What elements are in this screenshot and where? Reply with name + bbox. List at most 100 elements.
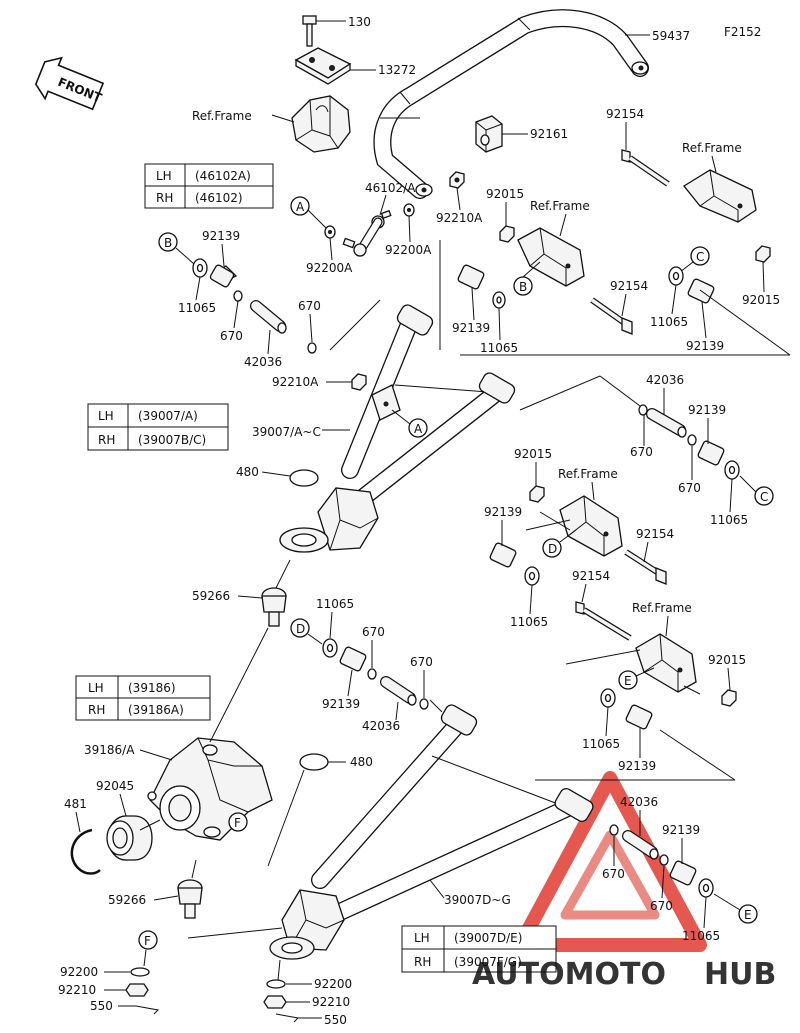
table-39007dg-lh-side: LH [414,931,430,945]
table-39007ac [87,403,229,451]
watermark-logo [513,771,707,952]
table-39186 [75,675,211,721]
cotter-pin-550-left [135,1005,160,1015]
callout-f-bottom [138,930,158,950]
label-670-ul2: 670 [298,299,321,313]
watermark-part1: AUTOMOTO [472,957,666,992]
label-ref-frame-2: Ref.Frame [682,141,742,155]
label-46102a: 46102/A [365,181,416,195]
table-39007dg-rh-part: (39007F/G) [454,955,522,969]
label-11065-mr: 11065 [710,513,748,527]
label-92015-lower: 92015 [708,653,746,667]
label-42036-ll: 42036 [362,719,400,733]
callout-c-upper [690,246,710,266]
label-92200a-1: 92200A [385,243,432,257]
label-92139-ll: 92139 [322,697,360,711]
label-92154-ur: 92154 [606,107,644,121]
label-11065-ul: 11065 [178,301,216,315]
bushing-92139-ul [209,264,238,288]
table-39186-lh-side: LH [88,681,104,695]
link-46102 [342,209,392,257]
label-92200-center: 92200 [314,977,352,991]
label-92015-ur: 92015 [742,293,780,307]
label-670-ul: 670 [220,329,243,343]
nut-92210-center [263,995,287,1009]
label-670-lr: 670 [602,867,625,881]
ring-670-ll2 [419,698,429,710]
label-59266-upper: 59266 [192,589,230,603]
label-92139-ul: 92139 [202,229,240,243]
label-42036-ul: 42036 [244,355,282,369]
callout-d-lower [290,618,310,638]
table-39007dg-rh-side: RH [414,955,431,969]
label-92154-mid: 92154 [636,527,674,541]
bolt-92154-mid [624,549,667,585]
sleeve-42036-mr [646,408,687,438]
callout-d-mid-letter: D [548,542,557,556]
label-11065-mid: 11065 [510,615,548,629]
label-130: 130 [348,15,371,29]
label-92210a-1: 92210A [436,211,483,225]
callout-f-bottom-letter: F [144,934,151,948]
label-92161: 92161 [530,127,568,141]
callout-b-left-letter: B [164,236,172,250]
snap-ring-481 [70,828,101,875]
ball-joint-59266-upper [261,587,287,627]
clamp-13272 [294,47,352,85]
label-550-left: 550 [90,999,113,1013]
label-11065-ll: 11065 [316,597,354,611]
circlip-480-lower [299,753,329,771]
frame-bracket-um [517,227,585,287]
frame-bracket-lower [635,633,701,695]
label-92139-um: 92139 [452,321,490,335]
label-11065-um: 11065 [480,341,518,355]
washer-92200-left [130,967,150,977]
nut-92015-ur [755,245,771,263]
label-11065-lr: 11065 [682,929,720,943]
callout-b-right-letter: B [519,280,527,294]
label-13272: 13272 [378,63,416,77]
washer-92200-center [266,979,286,989]
label-92139-mid: 92139 [484,505,522,519]
callout-b-left [158,232,178,252]
label-670-mr2: 670 [678,481,701,495]
callout-a-arm-letter: A [414,422,423,436]
table-46102-rh-part: (46102) [195,191,243,205]
wheel-bearing-92045 [106,815,153,861]
label-92139-lr: 92139 [662,823,700,837]
stabilizer-bar [373,9,649,199]
label-92139-lower: 92139 [618,759,656,773]
ball-joint-59266-lower [177,879,203,919]
callout-a-top [290,196,310,216]
bushing-92139-ll [339,646,367,672]
sleeve-42036-ul [250,300,287,334]
callout-f-knuckle [228,812,248,832]
bushing-92139-um [457,264,485,290]
label-670-ll2: 670 [410,655,433,669]
ring-670-mr2 [687,434,697,446]
callout-e-lower [618,670,638,690]
figure-code: F2152 [724,25,761,39]
table-39007ac-lh-side: LH [98,409,114,423]
label-39007ac: 39007/A~C [252,425,321,439]
table-46102-lh-part: (46102A) [195,169,251,183]
callout-e-lower-letter: E [624,674,632,688]
label-92210-center: 92210 [312,995,350,1009]
bushing-92139-lr [669,860,697,886]
bolt-92154-ur [621,149,670,187]
bushing-92139-mr [697,440,725,466]
label-92210a-2: 92210A [272,375,319,389]
watermark-part2: HUB [704,957,776,992]
callout-d-lower-letter: D [296,622,305,636]
table-39186-rh-part: (39186A) [128,703,184,717]
nut-92015-lower [721,689,737,707]
label-92045: 92045 [96,779,134,793]
callout-a-arm [408,418,428,438]
sleeve-42036-ll [380,676,417,706]
label-ref-frame-5: Ref.Frame [632,601,692,615]
ring-670-ll [367,668,377,680]
callout-c-mid-letter: C [760,490,768,504]
frame-bracket-top [291,95,351,153]
frame-bracket-mid [559,495,623,557]
